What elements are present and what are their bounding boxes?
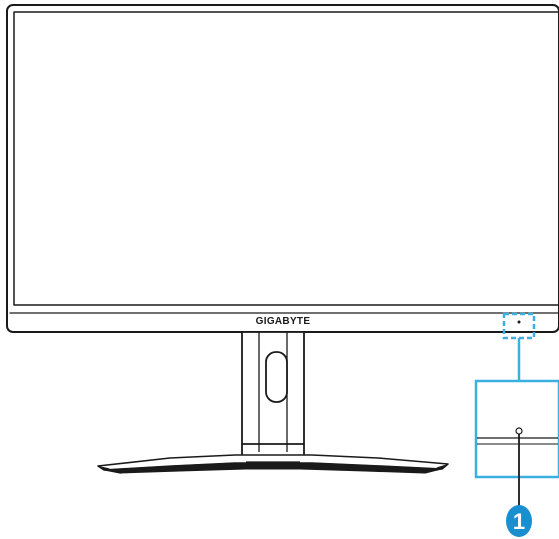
callout-circle <box>506 505 532 537</box>
power-led-dot <box>517 320 521 324</box>
led-highlight-box <box>502 312 536 340</box>
cable-management-hole <box>265 351 288 403</box>
callout-badge: 1 <box>506 505 532 537</box>
brand-logo: GIGABYTE <box>256 316 311 327</box>
zoom-detail <box>474 379 559 510</box>
stand-base-right-foot <box>424 464 448 474</box>
monitor-outer-frame <box>6 4 559 333</box>
monitor-screen <box>13 11 559 306</box>
stand-base-body <box>103 462 443 474</box>
stand-base <box>97 454 449 474</box>
callout-number: 1 <box>513 509 525 534</box>
stand-base-left-foot <box>98 466 122 474</box>
zoom-power-led <box>515 427 523 435</box>
monitor <box>6 4 559 333</box>
stand <box>241 331 305 456</box>
